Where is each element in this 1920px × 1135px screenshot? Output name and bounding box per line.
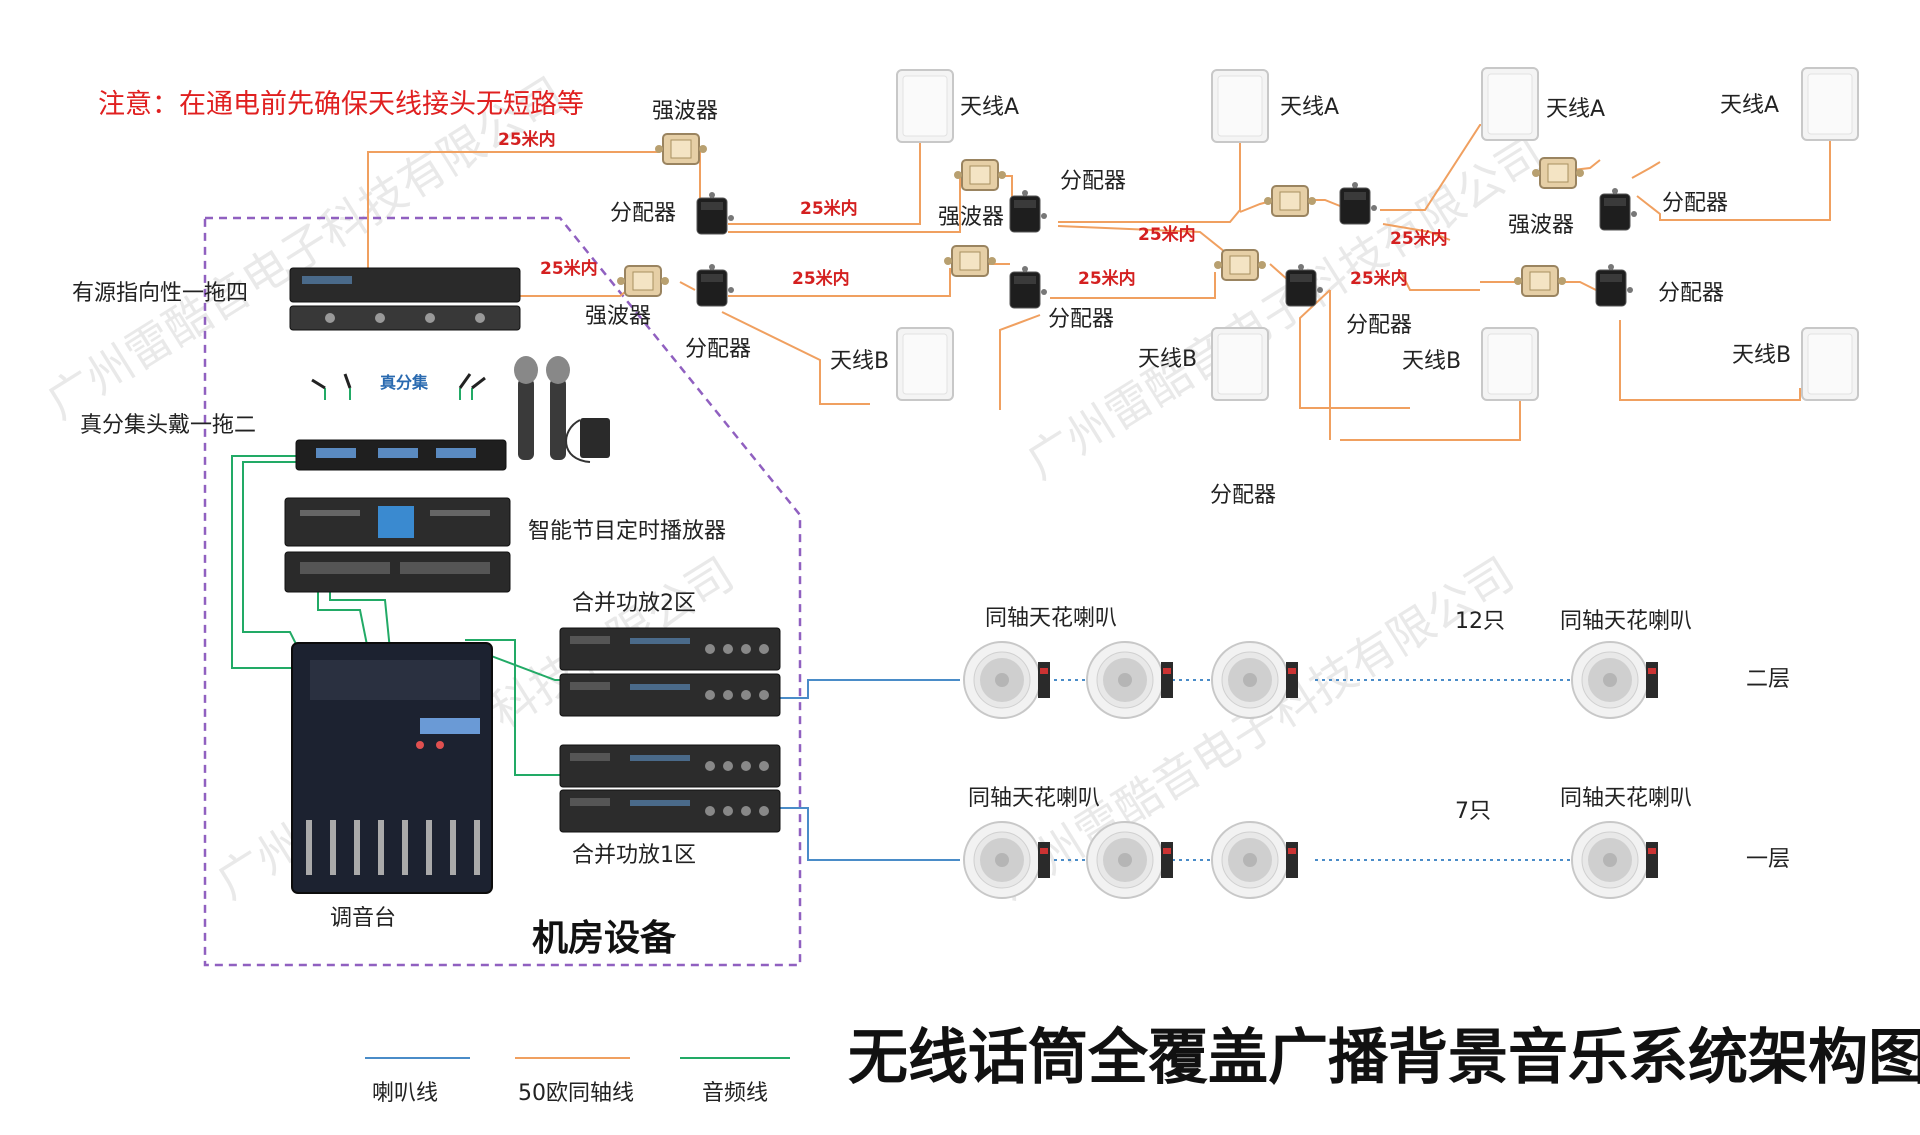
booster-3 [953, 159, 1007, 191]
distance-3: 25米内 [800, 198, 858, 219]
program-player [284, 497, 511, 593]
speaker-f1-right-label: 同轴天花喇叭 [1560, 786, 1692, 811]
booster-4 [1263, 185, 1317, 217]
speaker-f1-2 [1086, 821, 1174, 899]
antenna-b4-label: 天线B [1732, 343, 1791, 368]
antenna-a2 [1211, 69, 1269, 143]
splitter-1-label: 分配器 [610, 201, 676, 226]
booster-4-label: 强波器 [1508, 213, 1574, 238]
splitter-7 [1599, 187, 1638, 231]
directional-label: 有源指向性一拖四 [72, 281, 248, 306]
speaker-f1-3 [1211, 821, 1299, 899]
distance-2: 25米内 [540, 258, 598, 279]
diversity-receiver [295, 373, 507, 471]
mixer-label: 调音台 [330, 906, 396, 931]
booster-2 [616, 265, 670, 297]
splitter-5-label: 分配器 [1346, 313, 1412, 338]
booster-7 [1213, 249, 1267, 281]
bodypack-mic-icon [565, 418, 610, 463]
splitter-4 [1009, 265, 1048, 309]
mixer-console [291, 642, 493, 894]
speaker-f2-2 [1086, 641, 1174, 719]
speaker-f2-left-label: 同轴天花喇叭 [985, 606, 1117, 631]
speaker-f2-4 [1571, 641, 1659, 719]
antenna-a3 [1481, 67, 1539, 141]
antenna-b2 [1211, 327, 1269, 401]
splitter-2 [696, 263, 735, 307]
speaker-count-f2: 12只 [1455, 609, 1505, 634]
handheld-mic-2-icon [546, 356, 570, 460]
splitter-3-label: 分配器 [1060, 169, 1126, 194]
antenna-b4 [1801, 327, 1859, 401]
watermark-1: 广州雷酷音电子科技有限公司 [37, 67, 573, 430]
speaker-f1-4 [1571, 821, 1659, 899]
legend: 喇叭线 50欧同轴线 音频线 [365, 1057, 790, 1106]
legend-coax-label: 50欧同轴线 [518, 1081, 634, 1106]
antenna-b1-label: 天线B [830, 349, 889, 374]
booster-8 [1513, 265, 1567, 297]
antenna-b3 [1481, 327, 1539, 401]
handheld-mic-1-icon [514, 356, 538, 460]
room-label: 机房设备 [532, 917, 677, 959]
antenna-a4-label: 天线A [1720, 93, 1779, 118]
amp1-label: 合并功放1区 [572, 843, 696, 868]
distance-5: 25米内 [1138, 224, 1196, 245]
diversity-brand: 真分集 [380, 373, 429, 392]
antenna-b3-label: 天线B [1402, 349, 1461, 374]
directional-unit [289, 267, 521, 331]
antenna-a3-label: 天线A [1546, 97, 1605, 122]
splitter-4-label: 分配器 [1048, 307, 1114, 332]
antenna-a2-label: 天线A [1280, 95, 1339, 120]
speaker-f2-right-label: 同轴天花喇叭 [1560, 609, 1692, 634]
splitter-5 [1339, 181, 1378, 225]
distance-7: 25米内 [1390, 228, 1448, 249]
splitter-3 [1009, 189, 1048, 233]
splitter-8 [1595, 263, 1634, 307]
antenna-a1-label: 天线A [960, 95, 1019, 120]
booster-1 [654, 133, 708, 165]
diagram-title: 无线话筒全覆盖广播背景音乐系统架构图 [848, 1023, 1920, 1093]
booster-3-label: 强波器 [938, 205, 1004, 230]
distance-6: 25米内 [1078, 268, 1136, 289]
splitter-2-label: 分配器 [685, 337, 751, 362]
amp2-label: 合并功放2区 [572, 591, 696, 616]
distance-1: 25米内 [498, 129, 556, 150]
antenna-a4 [1801, 67, 1859, 141]
antenna-b1 [896, 327, 954, 401]
splitter-1 [696, 191, 735, 235]
antenna-b2-label: 天线B [1138, 347, 1197, 372]
splitter-8-label: 分配器 [1210, 483, 1276, 508]
booster-1-label: 强波器 [652, 99, 718, 124]
floor-1-label: 一层 [1746, 847, 1790, 872]
splitter-7-label: 分配器 [1658, 281, 1724, 306]
antenna-a1 [896, 69, 954, 143]
legend-speaker-label: 喇叭线 [372, 1081, 438, 1106]
speaker-count-f1: 7只 [1455, 799, 1491, 824]
distance-4: 25米内 [792, 268, 850, 289]
splitter-6-label: 分配器 [1662, 191, 1728, 216]
room-border [203, 216, 802, 967]
floor-2-label: 二层 [1746, 667, 1790, 692]
booster-5 [1531, 157, 1585, 189]
diversity-label: 真分集头戴一拖二 [80, 413, 256, 438]
speaker-f2-1 [963, 641, 1051, 719]
speaker-f1-left-label: 同轴天花喇叭 [968, 786, 1100, 811]
distance-8: 25米内 [1350, 268, 1408, 289]
warning-text: 注意：在通电前先确保天线接头无短路等 [98, 89, 584, 120]
legend-audio-label: 音频线 [702, 1081, 768, 1106]
booster-6 [943, 245, 997, 277]
booster-2-label: 强波器 [585, 304, 651, 329]
amplifier-zone1 [559, 744, 781, 833]
player-label: 智能节目定时播放器 [528, 519, 726, 544]
